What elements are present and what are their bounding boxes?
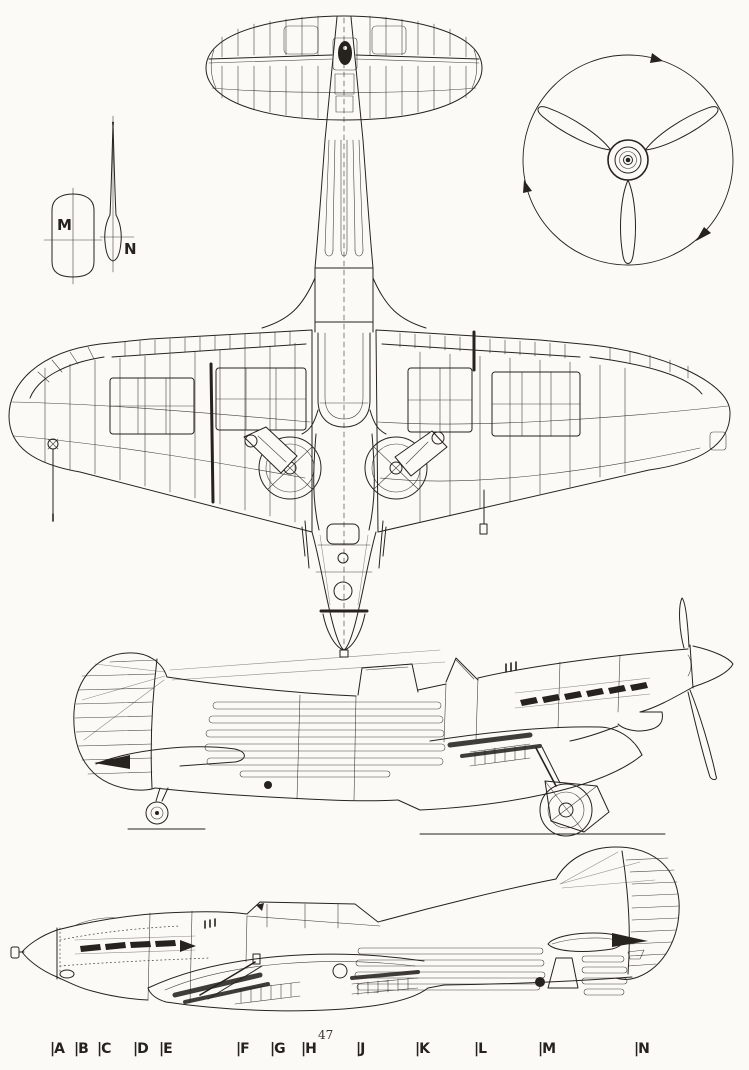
cross-section-m-drawing bbox=[44, 188, 102, 284]
cross-section-n-drawing bbox=[100, 116, 134, 272]
propeller-rotation-diagram bbox=[523, 53, 733, 265]
section-marker-k: |K bbox=[415, 1041, 430, 1057]
propeller-blade bbox=[642, 102, 722, 157]
cross-section-label-m: M bbox=[57, 216, 73, 234]
section-marker-l: |L bbox=[474, 1041, 487, 1057]
rotation-arrow-icon bbox=[650, 53, 663, 63]
section-marker-m: |M bbox=[538, 1041, 556, 1057]
section-marker-f: |F bbox=[236, 1041, 250, 1057]
section-marker-g: |G bbox=[270, 1041, 286, 1057]
rotation-arrow-icon bbox=[523, 180, 532, 193]
section-marker-d: |D bbox=[133, 1041, 149, 1057]
section-marker-e: |E bbox=[159, 1041, 173, 1057]
section-marker-n: |N bbox=[634, 1041, 650, 1057]
section-marker-j: |J bbox=[356, 1041, 365, 1057]
propeller-blade bbox=[621, 180, 636, 264]
section-marker-c: |C bbox=[97, 1041, 111, 1057]
section-marker-h: |H bbox=[301, 1041, 317, 1057]
propeller-blade bbox=[535, 102, 615, 157]
plan-view-drawing bbox=[9, 16, 730, 657]
side-view-starboard-drawing bbox=[74, 598, 733, 836]
side-view-port-drawing bbox=[11, 847, 679, 1011]
cross-section-label-n: N bbox=[124, 240, 138, 258]
rotation-arrow-icon bbox=[696, 227, 711, 241]
section-marker-b: |B bbox=[74, 1041, 89, 1057]
page-number: 47 bbox=[318, 1028, 334, 1042]
section-marker-a: |A bbox=[50, 1041, 65, 1057]
